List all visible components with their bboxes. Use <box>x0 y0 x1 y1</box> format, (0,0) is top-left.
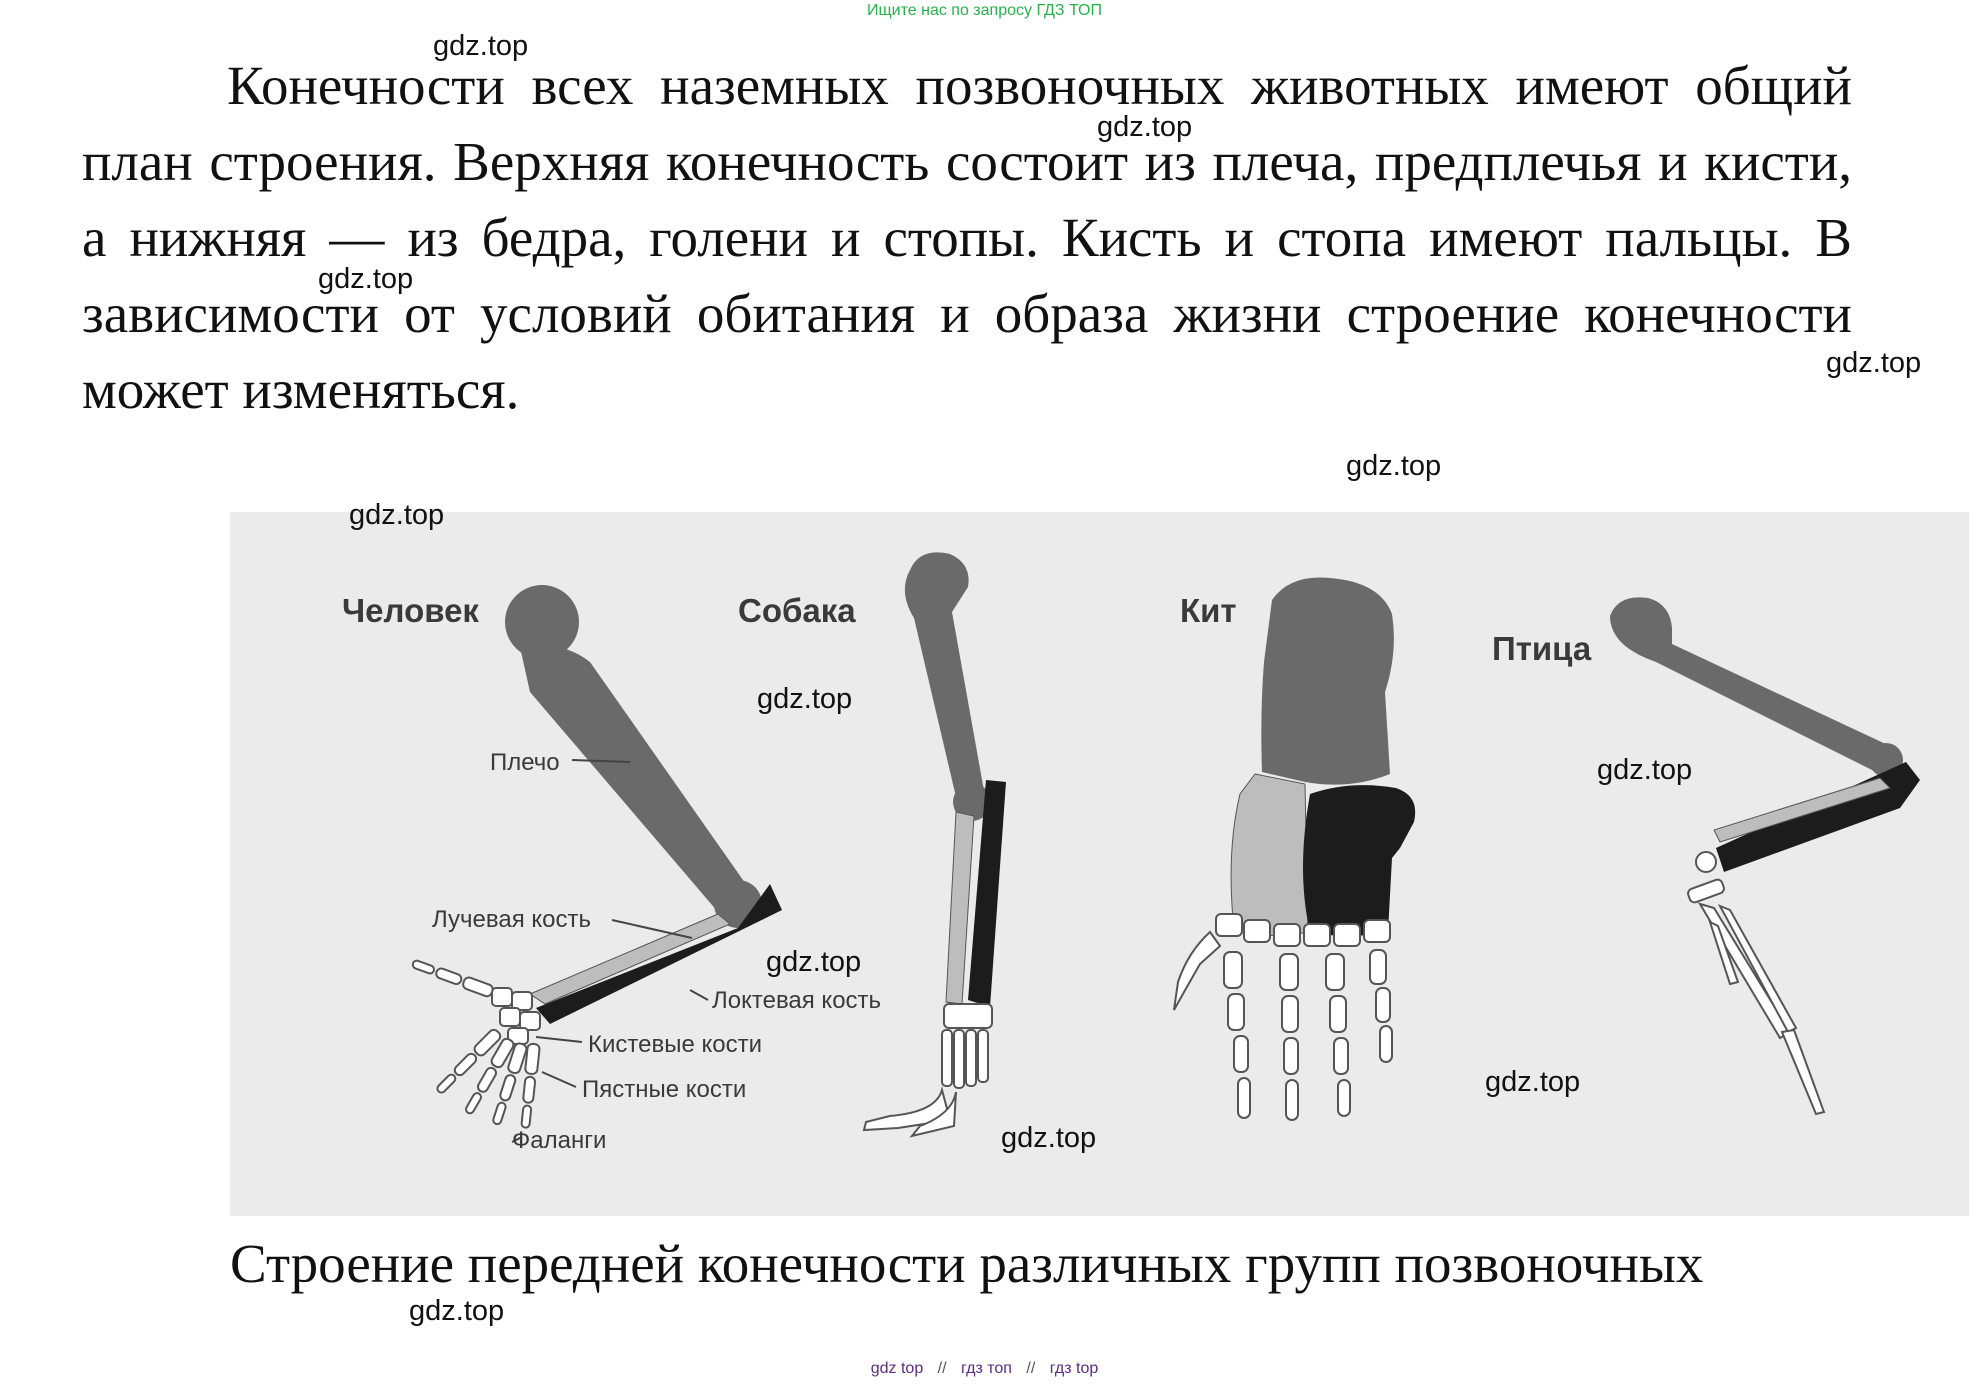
whale-limb-drawing: Кит <box>1173 577 1416 1121</box>
watermark: gdz.top <box>433 30 529 62</box>
animal-label-bird: Птица <box>1492 630 1592 667</box>
bone-label-metacarpals: Пястные кости <box>582 1076 746 1103</box>
bone-label-shoulder: Плечо <box>490 749 560 776</box>
watermark: gdz.top <box>766 946 862 978</box>
footer-links: gdz top // гдз топ // гдз top <box>0 1360 1969 1378</box>
animal-label-dog: Собака <box>738 592 856 629</box>
forelimb-illustration: Человек Плечо Лучевая кость Локтевая кос… <box>342 552 1920 1154</box>
watermark: gdz.top <box>1001 1122 1097 1154</box>
footer-link[interactable]: gdz top <box>870 1360 924 1377</box>
animal-label-human: Человек <box>342 592 479 629</box>
top-banner-link[interactable]: Ищите нас по запросу ГДЗ ТОП <box>867 2 1102 19</box>
footer-link[interactable]: гдз топ <box>961 1360 1012 1377</box>
bone-label-ulna: Локтевая кость <box>712 987 881 1014</box>
watermark: gdz.top <box>349 499 445 531</box>
watermark: gdz.top <box>1826 347 1922 379</box>
watermark: gdz.top <box>318 263 414 295</box>
human-limb-drawing: Человек Плечо Лучевая кость Локтевая кос… <box>342 585 881 1154</box>
bone-label-carpals: Кистевые кости <box>588 1031 762 1058</box>
footer-separator: // <box>1026 1360 1036 1377</box>
watermark: gdz.top <box>409 1295 505 1327</box>
animal-label-whale: Кит <box>1180 592 1237 629</box>
watermark: gdz.top <box>1597 754 1693 786</box>
figure-caption: Строение передней конечности различных г… <box>230 1233 1704 1294</box>
footer-separator: // <box>937 1360 947 1377</box>
watermark: gdz.top <box>757 683 853 715</box>
bone-label-radius: Лучевая кость <box>432 906 591 933</box>
watermark: gdz.top <box>1346 450 1442 482</box>
watermark: gdz.top <box>1485 1066 1581 1098</box>
footer-link[interactable]: гдз top <box>1049 1360 1099 1377</box>
intro-paragraph: Конечности всех наземных позвоночных жив… <box>82 55 1852 420</box>
dog-limb-drawing: Собака <box>738 552 1006 1138</box>
bone-label-phalanges: Фаланги <box>512 1127 606 1154</box>
watermark: gdz.top <box>1097 111 1193 143</box>
bird-limb-drawing: Птица <box>1492 597 1920 1116</box>
forelimb-figure: Человек Плечо Лучевая кость Локтевая кос… <box>230 512 1969 1216</box>
